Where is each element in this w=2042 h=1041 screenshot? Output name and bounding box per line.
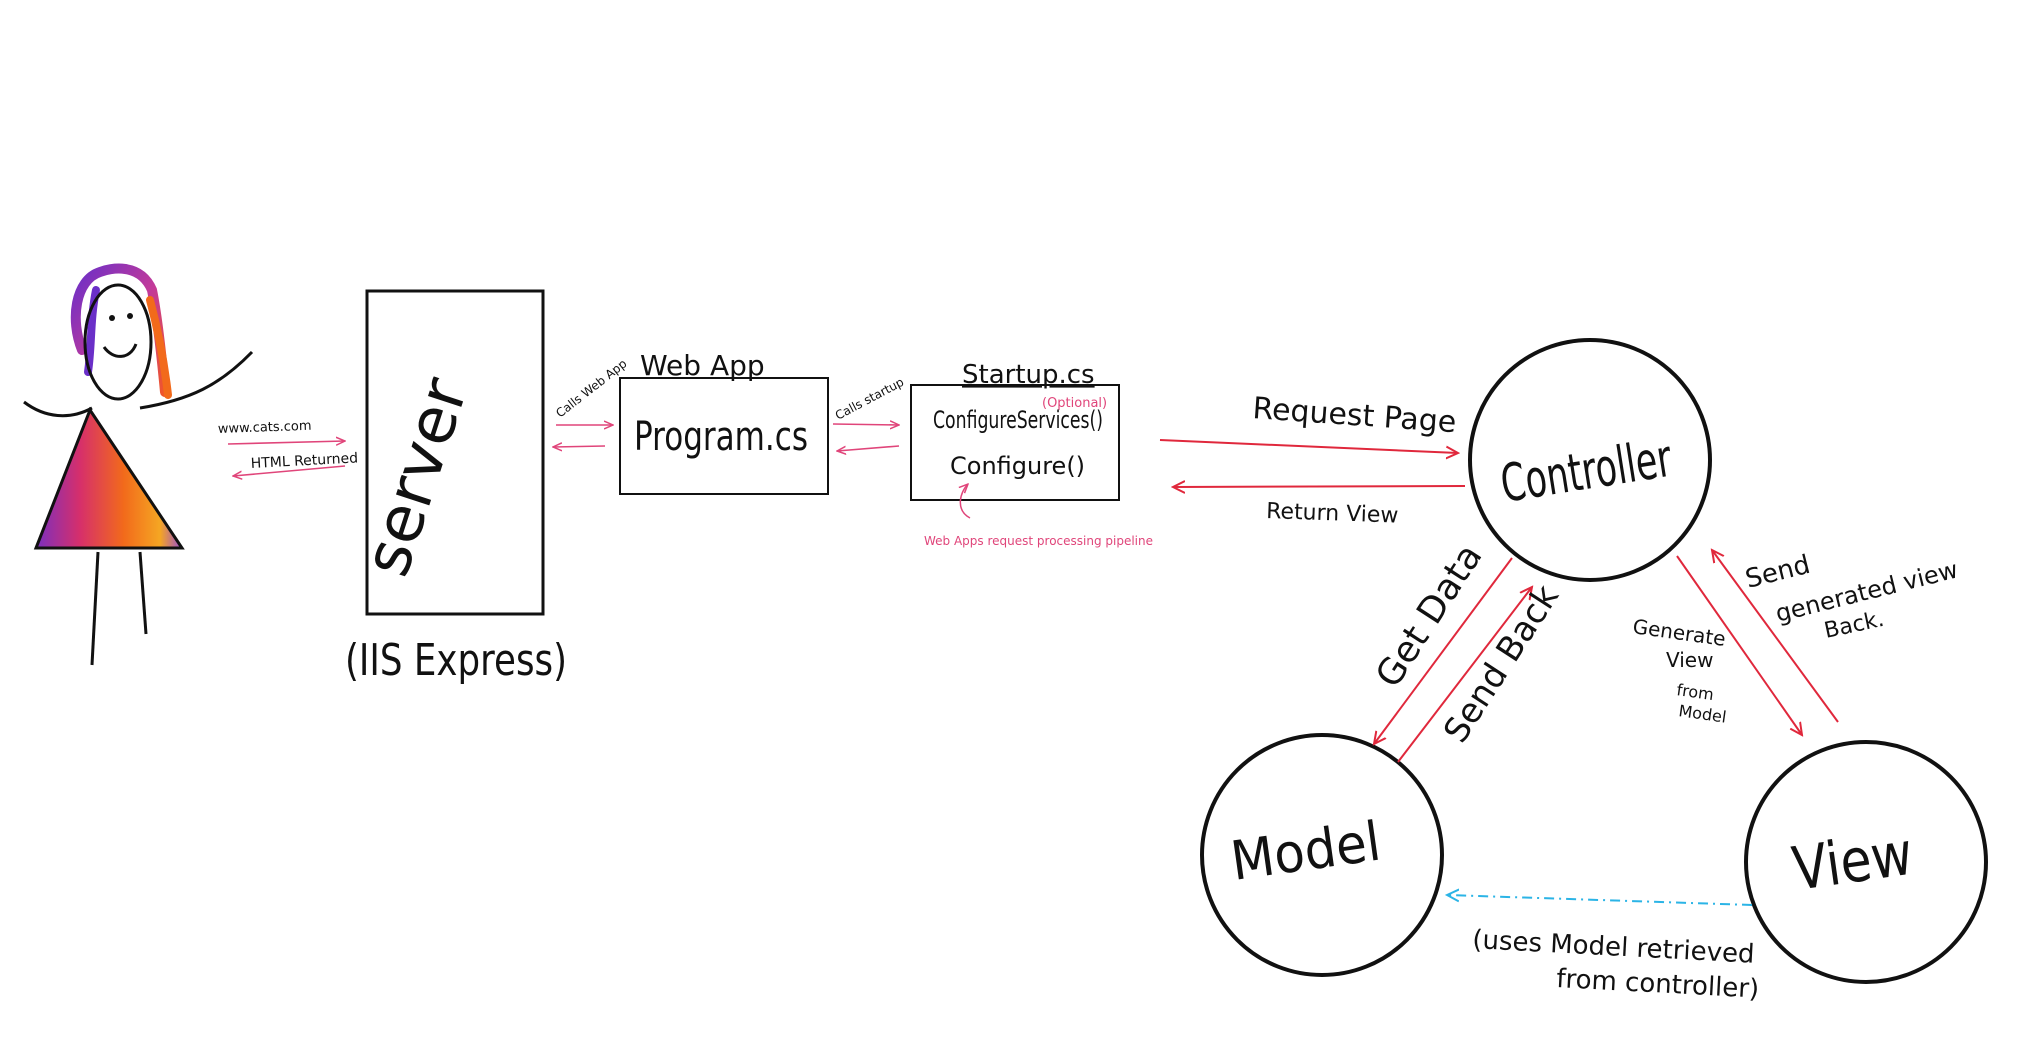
- calls-startup-arrow: [832, 424, 899, 425]
- server-box: server (IIS Express): [345, 289, 567, 686]
- server-webapp-arrows: Calls Web App: [553, 356, 630, 447]
- figure-server-arrows: www.cats.com HTML Returned: [218, 419, 358, 476]
- smile: [102, 343, 138, 358]
- controller-request-arrows: Request Page Return View: [1159, 391, 1466, 529]
- send-generated-view-line-1: Send: [1742, 550, 1813, 595]
- html-returned-arrow: [233, 465, 346, 476]
- uses-model-arrow: [1447, 895, 1753, 906]
- generate-view-line-2: View: [1666, 648, 1713, 672]
- right-leg: [138, 551, 148, 635]
- left-leg: [90, 551, 100, 666]
- send-generated-view-label: Send generated view Back.: [1742, 550, 1960, 644]
- web-app-return-arrow: [553, 446, 606, 447]
- html-returned-label: HTML Returned: [250, 450, 358, 472]
- get-data-arrow: [1374, 557, 1513, 744]
- eye-right: [127, 313, 133, 319]
- calls-startup-label: Calls startup: [833, 375, 906, 423]
- uses-model-line-1: (uses Model retrieved: [1472, 925, 1756, 970]
- view-label: View: [1788, 819, 1917, 905]
- right-arm: [139, 350, 254, 410]
- generate-view-line-3: from: [1675, 680, 1715, 704]
- head: [83, 283, 153, 401]
- web-app-box: Web App Program.cs: [619, 349, 829, 495]
- pipeline-pointer: [960, 484, 971, 519]
- configure-label: Configure(): [950, 452, 1085, 480]
- url-label: www.cats.com: [218, 419, 312, 437]
- web-app-title: Web App: [640, 349, 765, 382]
- stick-figure-user: [23, 263, 254, 666]
- send-generated-view-arrow: [1712, 550, 1839, 723]
- generate-view-line-4: Model: [1677, 701, 1727, 727]
- return-view-arrow: [1173, 486, 1466, 487]
- generate-view-label: Generate View from Model: [1631, 614, 1727, 726]
- send-back-arrow: [1397, 587, 1532, 763]
- server-rect: [365, 289, 545, 616]
- url-request-arrow: [227, 441, 345, 444]
- return-view-label: Return View: [1266, 499, 1399, 529]
- mvc-triangle: Controller Model View Get Data Send Back…: [1200, 338, 1988, 1005]
- request-page-label: Request Page: [1251, 391, 1457, 440]
- startup-rect: [910, 384, 1120, 501]
- left-arm: [23, 400, 93, 418]
- program-cs-rect: [619, 377, 829, 495]
- request-page-arrow: [1159, 439, 1458, 453]
- view-circle: [1744, 740, 1988, 984]
- pipeline-note: Web Apps request processing pipeline: [924, 534, 1153, 548]
- uses-model-line-2: from controller): [1556, 964, 1760, 1005]
- generate-view-arrow: [1676, 555, 1802, 735]
- model-label: Model: [1227, 810, 1384, 893]
- webapp-startup-arrows: Calls startup: [833, 375, 906, 451]
- server-label: server: [350, 369, 483, 585]
- dress: [33, 406, 185, 550]
- generate-view-line-1: Generate: [1631, 614, 1727, 651]
- controller-circle: [1468, 338, 1712, 582]
- calls-web-app-label: Calls Web App: [553, 356, 629, 420]
- model-circle: [1200, 733, 1444, 977]
- server-caption: (IIS Express): [345, 635, 567, 686]
- eye-left: [109, 315, 115, 321]
- program-cs-label: Program.cs: [634, 414, 808, 460]
- optional-label: (Optional): [1042, 396, 1107, 411]
- controller-label: Controller: [1497, 429, 1677, 515]
- startup-return-arrow: [837, 445, 900, 451]
- configure-services-label: ConfigureServices(): [933, 406, 1103, 434]
- startup-box: Startup.cs (Optional) ConfigureServices(…: [910, 360, 1153, 548]
